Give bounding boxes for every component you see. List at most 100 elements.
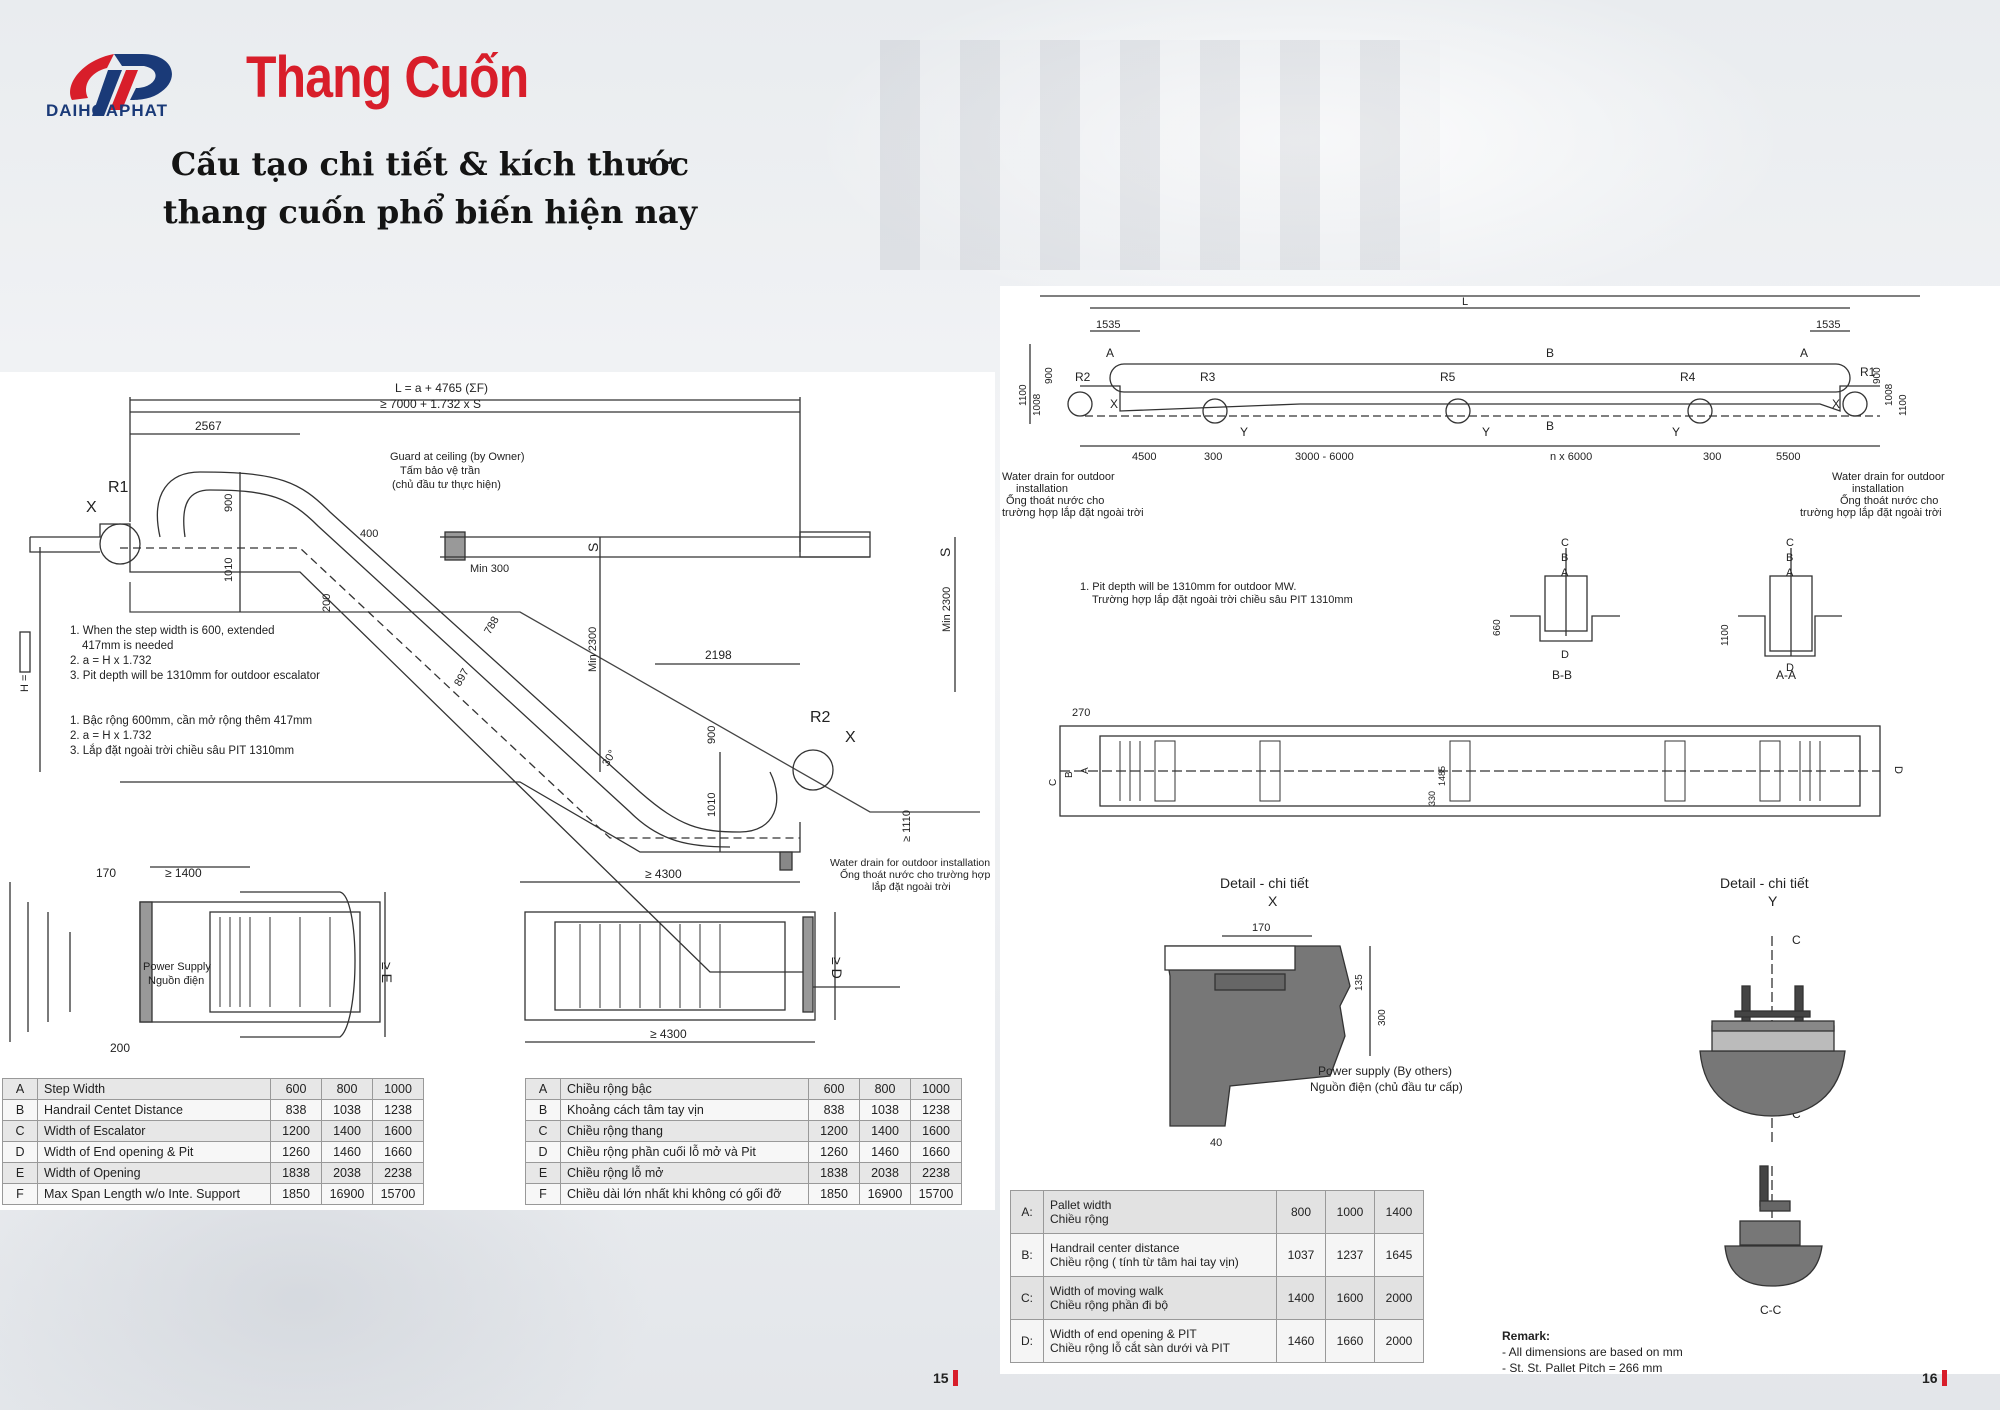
water-vi-2: lắp đặt ngoài trời [872,880,951,893]
min-length-label: ≥ 7000 + 1.732 x S [380,397,481,411]
table-cell: 1850 [808,1183,860,1205]
table-cell: 1000 [1325,1190,1375,1234]
d-label: ≥ D [829,957,845,979]
power-by-others: Power supply (By others) [1318,1064,1452,1078]
dim-1100-left: 1100 [1018,384,1029,406]
X-label-right: X [1832,397,1840,411]
table-cell: 1000 [910,1078,962,1100]
table-cell: 800 [859,1078,911,1100]
table-cell: Chiều rộng phần cuối lỗ mở và Pit [560,1141,809,1163]
subtitle-line-2: thang cuốn phổ biến hiện nay [162,193,698,231]
note-en-4: 3. Pit depth will be 1310mm for outdoor … [70,670,320,682]
table-cell-en: Handrail center distance [1050,1241,1180,1255]
dim-40: 40 [1210,1137,1222,1149]
guard-label: Guard at ceiling (by Owner) [390,451,525,463]
table-cell-vi: Chiều rộng [1050,1212,1109,1226]
guard-vi-2: (chủ đầu tư thực hiện) [392,479,501,491]
table-cell: 600 [808,1078,860,1100]
dim-3000-6000: 3000 - 6000 [1295,451,1354,463]
note-en-2: 417mm is needed [82,640,173,652]
table-cell: D [2,1141,38,1163]
plan-C: C [1048,779,1059,786]
r1-label: R1 [108,479,129,496]
detail-x-title: Detail - chi tiết [1220,875,1309,891]
note-vi-1: 1. Bậc rộng 600mm, cần mở rộng thêm 417m… [70,715,312,727]
table-cell: 1660 [1325,1319,1375,1363]
dim-170-x: 170 [1252,922,1270,934]
table-cell: Width of Escalator [37,1120,271,1142]
page-number-16: 16 [1922,1370,1947,1386]
plan-A: A [1080,767,1091,774]
table-cell: 1460 [859,1141,911,1163]
water-label: Water drain for outdoor installation [830,857,990,869]
water-right-2: installation [1852,483,1904,495]
dim-897: 897 [452,667,472,689]
table-cell-en: Width of moving walk [1050,1284,1164,1298]
dim-135: 135 [1354,974,1365,991]
table-cell: 1400 [1374,1190,1424,1234]
BB-B: B [1561,552,1568,564]
table-cell: 1038 [859,1099,911,1121]
background-mall-shelves [880,40,1440,270]
water-vi-1: Ống thoát nước cho trường hợp [840,867,990,881]
power-vi: Nguồn điện [148,975,204,987]
table-cell: B [525,1099,561,1121]
dim-900: 900 [223,494,235,512]
B-label-bottom: B [1546,419,1554,433]
logo-wordmark: DAIHOAPHAT [46,101,169,120]
table-cell: E [2,1162,38,1184]
escalator-side-elevation: L = a + 4765 (ΣF) ≥ 7000 + 1.732 x S 256… [9,381,990,1055]
page-subtitle: Cấu tạo chi tiết & kích thước thang cuốn… [120,140,740,236]
table-cell: 1260 [270,1141,322,1163]
table-cell: D: [1010,1319,1044,1363]
table-cell: Chiều rộng thang [560,1120,809,1142]
plan-D: D [1892,766,1904,774]
section-BB-label: B-B [1552,668,1572,682]
table-cell: C: [1010,1276,1044,1320]
dim-1110: ≥ 1110 [901,810,913,842]
Y-label-1: Y [1240,425,1248,439]
moving-walk-drawing-panel: L 1535 1535 A A B B R2 R1 R3 R5 R4 X X Y… [1000,286,2000,1374]
min-300-label: Min 300 [470,563,509,575]
table-cell: 16900 [321,1183,373,1205]
table-cell: 2038 [859,1162,911,1184]
table-cell: 1400 [859,1120,911,1142]
page-number-15: 15 [933,1370,958,1386]
note-en-3: 2. a = H x 1.732 [70,655,152,667]
table-cell: Chiều rộng lỗ mở [560,1162,809,1184]
table-cell: 2238 [910,1162,962,1184]
subtitle-line-1: Cấu tạo chi tiết & kích thước [170,145,690,183]
table-cell: Chiều dài lớn nhất khi không có gối đỡ [560,1183,809,1205]
water-right-4: trường hợp lắp đặt ngoài trời [1800,506,1942,519]
dim-270: 270 [1072,707,1090,719]
table-cell: 1850 [270,1183,322,1205]
water-left-3: Ống thoát nước cho [1006,493,1104,507]
Y-label-2: Y [1482,425,1490,439]
table-cell: 1400 [1276,1276,1326,1320]
table-cell: 1660 [910,1141,962,1163]
table-cell: B: [1010,1233,1044,1277]
detail-x-letter: X [1268,893,1278,909]
CC-top-label: C [1792,933,1801,947]
daihoaphat-logo [70,54,172,116]
table-cell: Handrail Centet Distance [37,1099,271,1121]
table-cell: F [2,1183,38,1205]
table-cell: 800 [321,1078,373,1100]
AA-D: D [1786,662,1794,674]
table-cell: 1260 [808,1141,860,1163]
